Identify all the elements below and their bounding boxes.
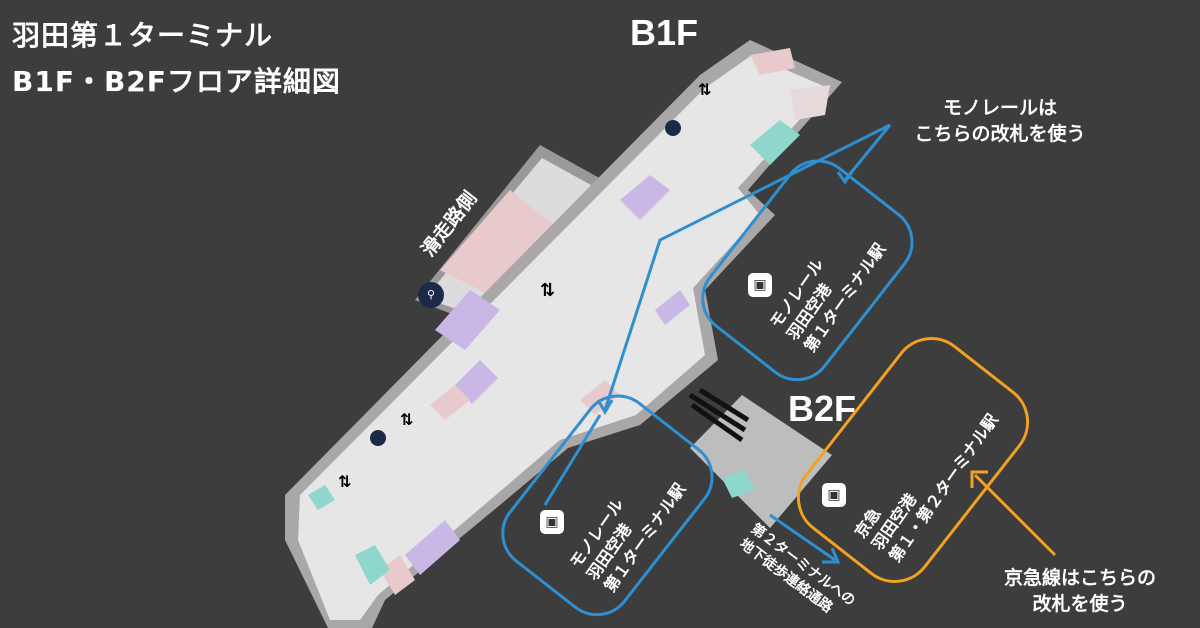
keikyu-note-line1: 京急線はこちらの [1003, 567, 1156, 589]
escalator-icon: ⇅ [400, 410, 414, 429]
b1f-label: B1F [630, 12, 699, 53]
monorail-note-line2: こちらの改札を使う [914, 123, 1086, 145]
escalator-icon: ⇅ [698, 80, 712, 99]
map-title-line1: 羽田第１ターミナル [12, 19, 274, 52]
restroom-icon [665, 120, 681, 136]
train-icon: ▣ [822, 483, 846, 507]
train-icon: ▣ [540, 510, 564, 534]
b1f-floor [285, 40, 842, 628]
keikyu-route-line [796, 337, 1057, 583]
restroom-icon [370, 430, 386, 446]
escalator-icon: ⇅ [338, 472, 352, 491]
map-title-line2: B1F・B2Fフロア詳細図 [12, 65, 341, 98]
monorail-note-line1: モノレールは [942, 97, 1057, 119]
monorail-note: モノレールは こちらの改札を使う [880, 95, 1120, 147]
b2f-floor [688, 387, 832, 528]
restroom-icon: ⚲ [418, 282, 444, 308]
train-icon: ▣ [748, 273, 772, 297]
escalator-icon: ⇅ [540, 280, 556, 301]
b2f-label: B2F [788, 388, 857, 429]
keikyu-note: 京急線はこちらの 改札を使う [980, 565, 1180, 617]
escalator-icon [688, 387, 750, 443]
monorail-route-line [501, 123, 914, 617]
keikyu-note-line2: 改札を使う [1032, 593, 1128, 615]
